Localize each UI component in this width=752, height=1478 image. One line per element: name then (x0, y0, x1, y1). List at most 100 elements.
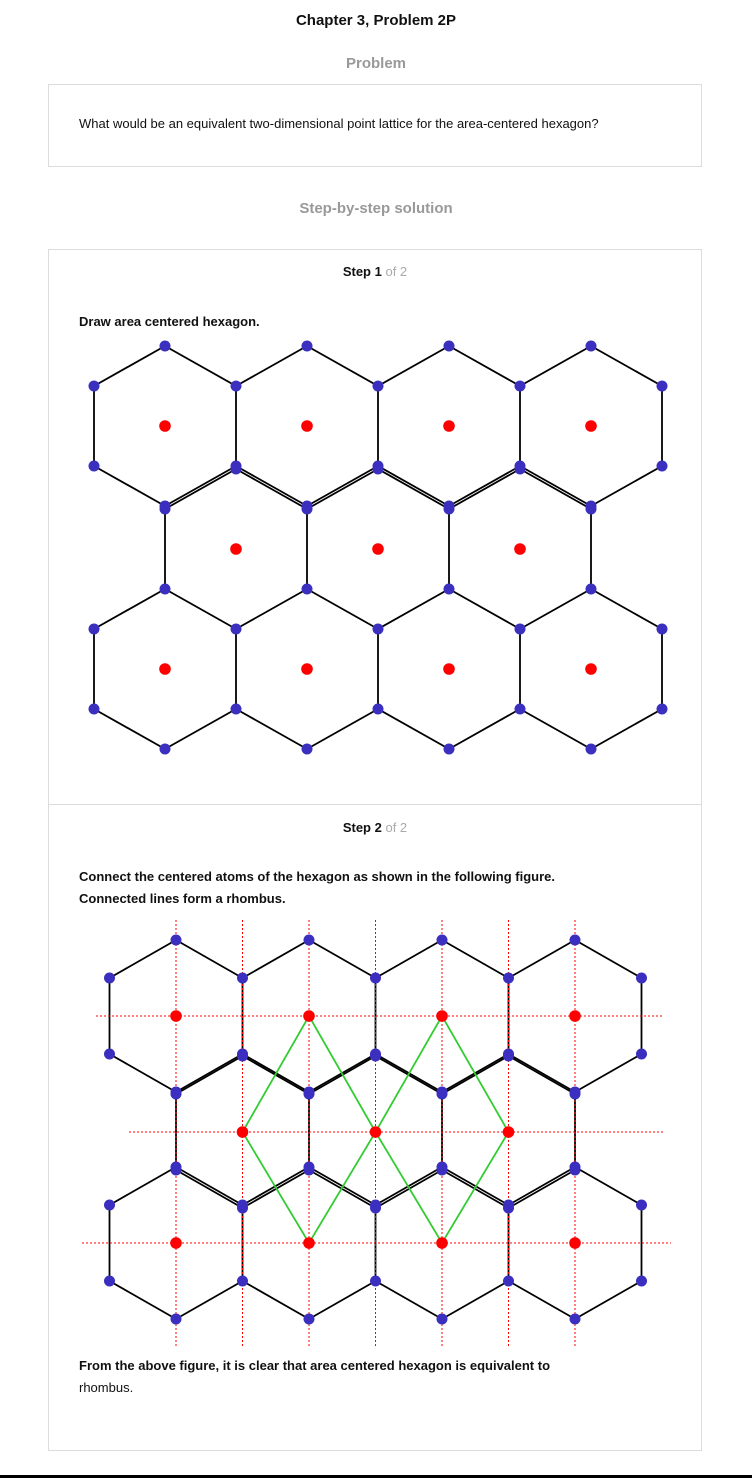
hexagon-edge (519, 345, 592, 387)
hexagon-edge (574, 939, 642, 979)
vertex-atom (585, 340, 597, 352)
center-atom (585, 420, 597, 432)
center-atom (301, 663, 313, 675)
vertex-atom (443, 503, 455, 515)
page-title: Chapter 3, Problem 2P (295, 12, 457, 29)
vertex-atom (303, 934, 315, 946)
hexagon-edge (235, 465, 308, 507)
vertex-atom (585, 583, 597, 595)
vertex-atom (170, 1088, 182, 1100)
center-atom (159, 663, 171, 675)
hexagon-edge (93, 465, 166, 507)
hexagon-edge (441, 939, 509, 979)
vertex-atom (237, 972, 248, 984)
hexagon-edge (109, 1053, 177, 1093)
vertex-atom (503, 1199, 514, 1211)
vertex-atom (301, 503, 313, 515)
step-2-conclusion: From the above figure, it is clear that … (79, 1355, 550, 1399)
hexagon-edge (508, 1280, 576, 1320)
vertex-atom (503, 972, 514, 984)
vertex-atom (443, 743, 455, 755)
vertex-atom (88, 460, 100, 472)
vertex-atom (636, 1199, 647, 1211)
vertex-atom (230, 380, 242, 392)
hexagon-edge (448, 588, 521, 630)
hexagon-edge (519, 588, 592, 630)
hexagon-edge (508, 1166, 576, 1206)
hexagon-edge (375, 1280, 443, 1320)
hexagon-edge (590, 465, 663, 507)
hexagon-edge (519, 465, 592, 507)
hexagon-edge (508, 1053, 576, 1093)
vertex-atom (514, 703, 526, 715)
solution-box: Step 1 of 2 Draw area centered hexagon. … (48, 249, 702, 1451)
center-atom (436, 1010, 448, 1022)
center-atom (443, 420, 455, 432)
hexagon-edge (235, 708, 308, 750)
hexagon-edge (235, 468, 308, 510)
vertex-atom (303, 1313, 315, 1325)
hexagon-edge (93, 588, 166, 630)
vertex-atom (170, 934, 182, 946)
vertex-atom (372, 623, 384, 635)
vertex-atom (656, 380, 668, 392)
vertex-atom (503, 1050, 514, 1062)
vertex-atom (656, 460, 668, 472)
center-atom (372, 543, 384, 555)
vertex-atom (303, 1088, 315, 1100)
vertex-atom (88, 380, 100, 392)
step-2-label: Step 2 (342, 820, 382, 835)
hexagon-edge (519, 708, 592, 750)
vertex-atom (370, 1275, 381, 1287)
vertex-atom (436, 1088, 448, 1100)
center-atom (585, 663, 597, 675)
hexagon-lattice-figure (88, 340, 668, 755)
vertex-atom (372, 380, 384, 392)
hexagon-edge (175, 939, 243, 979)
vertex-atom (569, 934, 581, 946)
problem-heading: Problem (345, 55, 406, 72)
hexagon-edge (375, 939, 443, 979)
vertex-atom (503, 1275, 514, 1287)
center-atom (301, 420, 313, 432)
vertex-atom (159, 340, 171, 352)
hexagon-edge (590, 345, 663, 387)
vertex-atom (514, 463, 526, 475)
hexagon-edge (242, 939, 310, 979)
vertex-atom (301, 743, 313, 755)
vertex-atom (159, 743, 171, 755)
center-atom (369, 1126, 382, 1138)
hexagon-edge (574, 1280, 642, 1320)
vertex-atom (237, 1050, 248, 1062)
hexagon-edge (175, 1169, 243, 1209)
problem-box: What would be an equivalent two-dimensio… (48, 84, 702, 167)
vertex-atom (636, 1275, 647, 1287)
vertex-atom (104, 1199, 115, 1211)
vertex-atom (372, 703, 384, 715)
center-atom (436, 1237, 448, 1249)
vertex-atom (237, 1275, 248, 1287)
hexagon-edge (508, 1055, 576, 1095)
hexagon-edge (448, 708, 521, 750)
center-atom (502, 1126, 515, 1138)
vertex-atom (636, 1048, 647, 1060)
hexagon-edge (574, 1166, 642, 1206)
vertex-atom (170, 1313, 182, 1325)
vertex-atom (159, 503, 171, 515)
page-bottom-border (0, 1475, 752, 1478)
vertex-atoms (88, 340, 668, 755)
vertex-atom (159, 583, 171, 595)
hexagon-edge (377, 708, 450, 750)
center-atom (170, 1010, 182, 1022)
vertex-atom (301, 340, 313, 352)
hexagon-edge (574, 1053, 642, 1093)
center-atom (159, 420, 171, 432)
rhombus-lattice-figure (82, 920, 671, 1346)
hexagon-edge (448, 468, 521, 510)
center-atom (236, 1126, 249, 1138)
hexagon-edge (448, 345, 521, 387)
vertex-atom (585, 503, 597, 515)
vertex-atom (301, 583, 313, 595)
solution-heading: Step-by-step solution (299, 200, 453, 217)
step-divider (49, 804, 701, 805)
